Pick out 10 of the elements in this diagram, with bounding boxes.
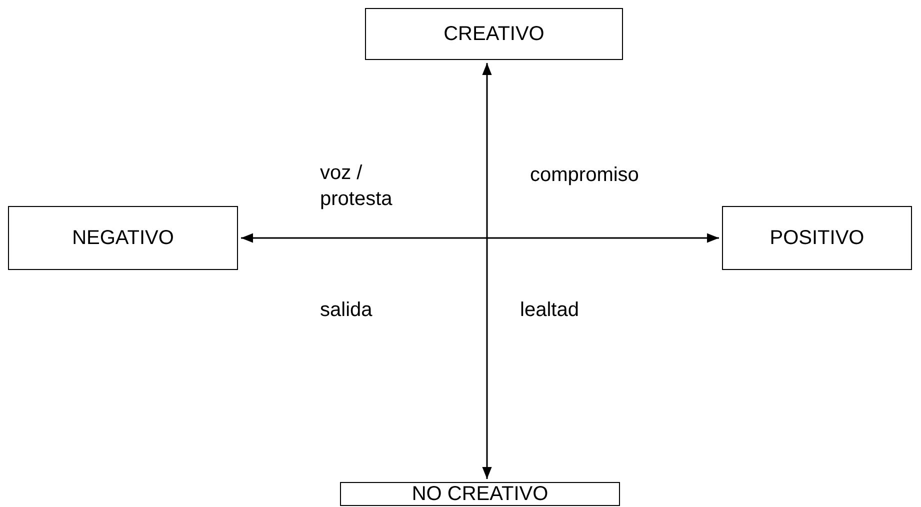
category-box: CREATIVO	[365, 8, 623, 60]
double-arrow	[482, 63, 492, 479]
quadrant-label: salida	[320, 298, 374, 323]
double-arrow	[241, 233, 719, 243]
quadrant-label: voz / protesta	[320, 161, 394, 212]
quadrant-label: lealtad	[520, 298, 580, 323]
category-box: POSITIVO	[722, 206, 912, 270]
category-box: NEGATIVO	[8, 206, 238, 270]
quadrant-label: compromiso	[530, 163, 640, 188]
category-box: NO CREATIVO	[340, 482, 620, 506]
